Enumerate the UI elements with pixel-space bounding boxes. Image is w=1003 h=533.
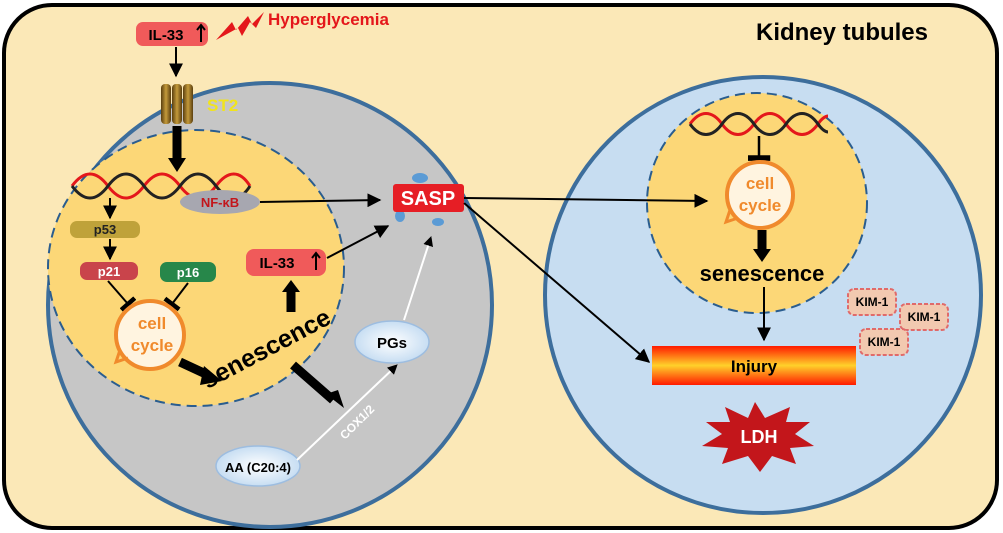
inhibit-p21-to-cycle <box>107 280 137 312</box>
inhibit-p16-to-cycle <box>163 282 189 312</box>
kim1-badge <box>859 328 909 356</box>
il33-inner-label: IL-33 <box>259 255 294 272</box>
cell-cycle-right-line1: cell <box>746 174 774 193</box>
aa-label: AA (C20:4) <box>225 460 291 475</box>
nfkb-label: NF-κB <box>201 195 239 210</box>
lightning-icon <box>216 12 264 40</box>
p16-label: p16 <box>177 265 199 280</box>
kim1-label: KIM-1 <box>908 310 941 324</box>
cell-cycle-right-icon <box>723 160 795 230</box>
dna-helix-right-icon <box>688 112 829 136</box>
ldh-burst-icon <box>702 402 814 472</box>
senescence-right-label: senescence <box>700 261 825 286</box>
il33-top-box <box>136 22 208 46</box>
p21-box <box>80 262 138 280</box>
stimulus-label: Hyperglycemia <box>268 10 389 29</box>
cell-cycle-left-line2: cycle <box>131 336 174 355</box>
nfkb-box <box>180 190 260 214</box>
p16-box <box>160 262 216 282</box>
kim1-badge <box>899 303 949 331</box>
il33-top-up-arrow <box>196 23 206 42</box>
cell-cycle-right-line2: cycle <box>739 196 782 215</box>
kim1-badge <box>847 288 897 316</box>
arrow-sasp-to-right-cell <box>463 193 709 208</box>
sasp-label: SASP <box>401 188 455 210</box>
p53-box <box>70 221 140 238</box>
injury-box <box>652 346 856 385</box>
sasp-box <box>393 184 464 212</box>
kim1-label: KIM-1 <box>856 295 889 309</box>
dna-helix-left-icon <box>70 172 252 200</box>
ldh-label: LDH <box>741 427 778 447</box>
arrow-nfkb-to-sasp <box>259 193 382 208</box>
p21-label: p21 <box>98 264 120 279</box>
il33-inner-box <box>246 249 326 276</box>
cell-cycle-left-line1: cell <box>138 314 166 333</box>
st2-receptor-icon <box>161 84 193 124</box>
pgs-cloud <box>354 320 430 364</box>
arrow-il33-to-sasp <box>326 225 390 259</box>
p53-label: p53 <box>94 222 116 237</box>
arrow-aa-to-pgs <box>296 364 398 461</box>
aa-cloud <box>215 445 301 487</box>
receptor-label: ST2 <box>207 96 238 115</box>
arrow-pgs-to-sasp <box>403 236 433 321</box>
pgs-label: PGs <box>377 335 407 352</box>
il33-top-label: IL-33 <box>148 27 183 44</box>
injury-label: Injury <box>731 357 778 376</box>
sasp-splash-icon <box>395 173 444 226</box>
cell-cycle-left-icon <box>113 299 186 371</box>
kim1-label: KIM-1 <box>868 335 901 349</box>
region-label: Kidney tubules <box>756 19 928 46</box>
arrow-sasp-to-injury <box>463 202 651 363</box>
